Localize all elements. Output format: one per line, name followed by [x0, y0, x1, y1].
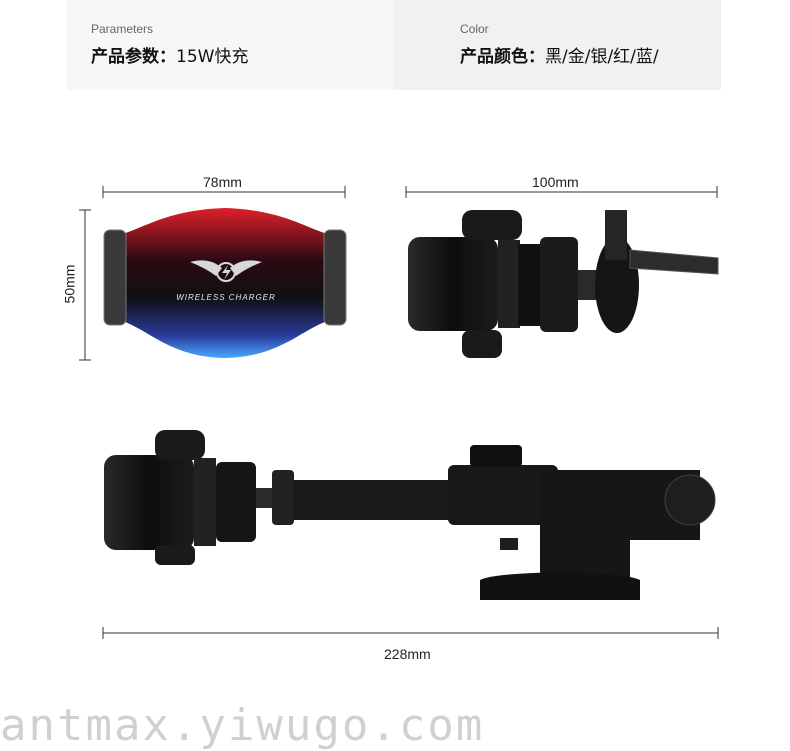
parameters-key: 产品参数： [91, 47, 176, 67]
length-label: 228mm [384, 646, 431, 662]
parameters-block: Parameters 产品参数：15W快充 [67, 0, 394, 90]
width-dimension-line [102, 186, 346, 198]
side-view-vent-clip [408, 210, 719, 358]
parameters-value: 15W快充 [176, 47, 249, 67]
color-block: Color 产品颜色：黑/金/银/红/蓝/ [394, 0, 721, 90]
color-key: 产品颜色： [460, 47, 545, 67]
color-value-line: 产品颜色：黑/金/银/红/蓝/ [460, 42, 659, 67]
watermark-text: antmax.yiwugo.com [0, 700, 485, 751]
depth-label: 100mm [532, 174, 579, 190]
parameters-value-line: 产品参数：15W快充 [91, 42, 248, 67]
height-dimension-line [79, 209, 91, 361]
logo-text: WIRELESS CHARGER [176, 293, 276, 302]
height-label: 50mm [61, 264, 78, 304]
full-view-dashboard-mount [104, 430, 716, 600]
color-value: 黑/金/银/红/蓝/ [545, 47, 659, 67]
color-label: Color [460, 22, 489, 36]
width-label: 78mm [203, 174, 242, 190]
front-view-charger: WIRELESS CHARGER [103, 208, 347, 358]
depth-dimension-line [405, 186, 718, 198]
length-dimension-line [102, 627, 719, 639]
wing-logo-icon [190, 260, 262, 282]
spec-panel: Parameters 产品参数：15W快充 Color 产品颜色：黑/金/银/红… [67, 0, 721, 90]
parameters-label: Parameters [91, 22, 154, 36]
